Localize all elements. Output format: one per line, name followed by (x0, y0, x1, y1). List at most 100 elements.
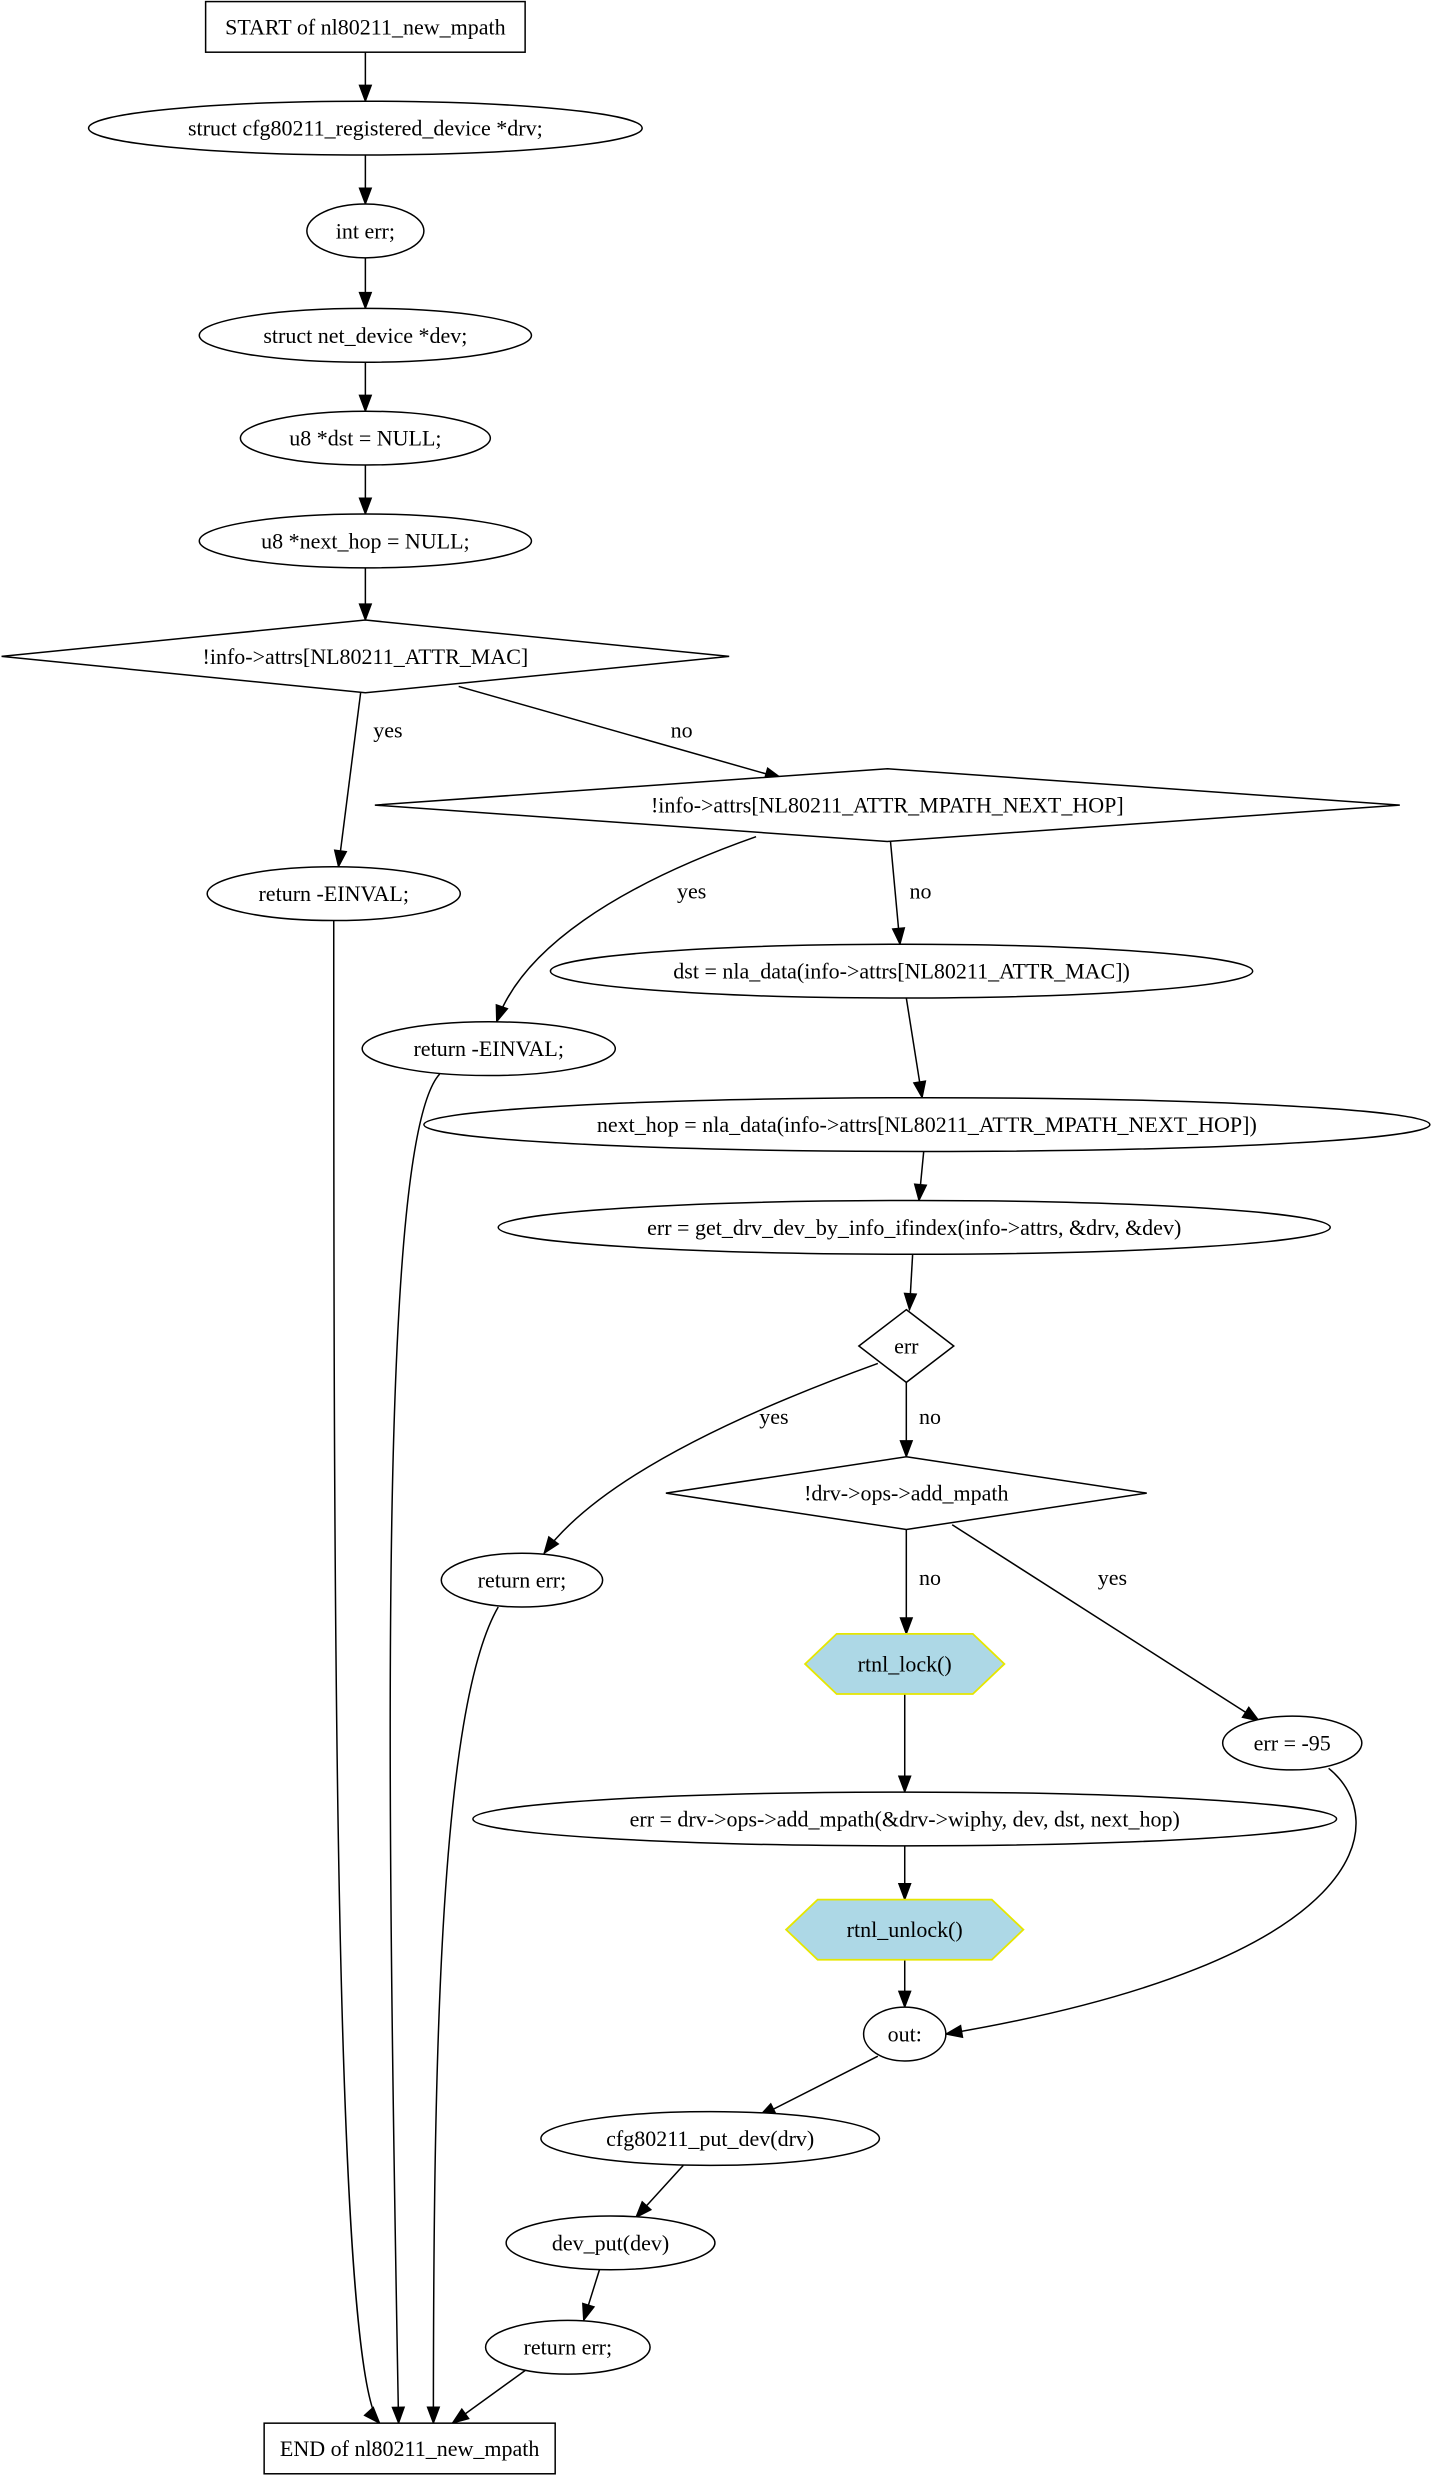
edge-if_nexthop-to-assign_dst: no (889, 841, 931, 946)
arrowhead-icon (358, 291, 373, 311)
node-err95: err = -95 (1221, 1715, 1363, 1771)
edge-ret_inval2-to-end (389, 1073, 441, 2425)
arrowhead-icon (899, 1440, 914, 1459)
edge-label-no: no (909, 879, 931, 904)
arrowhead-icon (543, 1535, 560, 1555)
edge-line (945, 1767, 1357, 2035)
node-label: return err; (478, 1568, 567, 1593)
node-shape-hexagon (803, 1632, 1006, 1695)
edge-put_dev-to-dev_put (634, 2164, 684, 2219)
node-label: struct net_device *dev; (263, 323, 467, 348)
edge-label-no: no (919, 1404, 941, 1429)
node-shape-ellipse (497, 1199, 1331, 1256)
arrowhead-icon (891, 927, 906, 946)
node-if-ops: !drv->ops->add_mpath (665, 1455, 1147, 1531)
arrowhead-icon (450, 2407, 470, 2425)
node-dev-put: dev_put(dev) (505, 2215, 716, 2271)
node-label: struct cfg80211_registered_device *drv; (188, 116, 543, 141)
edge-ret_err2-to-end (450, 2368, 528, 2425)
node-label: int err; (336, 218, 395, 243)
node-label: !info->attrs[NL80211_ATTR_MPATH_NEXT_HOP… (651, 793, 1124, 818)
node-label: u8 *next_hop = NULL; (261, 528, 470, 553)
node-shape-hexagon (784, 1898, 1025, 1961)
edge-line (951, 1524, 1260, 1722)
edge-line (543, 1362, 879, 1554)
edge-if_err-to-ret_err1: yes (543, 1362, 879, 1555)
node-shape-ellipse (549, 943, 1254, 999)
node-shape-ellipse (505, 2215, 716, 2271)
node-label: return -EINVAL; (258, 881, 409, 906)
arrowhead-icon (912, 1080, 927, 1100)
arrowhead-icon (358, 84, 373, 103)
node-label: return -EINVAL; (413, 1036, 564, 1061)
arrowhead-icon (944, 2024, 964, 2039)
edge-line (495, 836, 757, 1023)
edge-label-no: no (671, 717, 693, 742)
node-shape-ellipse (540, 2110, 881, 2167)
edge-assign_dst-to-assign_next (905, 997, 927, 1100)
arrowhead-icon (897, 1775, 912, 1794)
node-put-dev: cfg80211_put_dev(drv) (540, 2110, 881, 2167)
edge-err95-to-out (944, 1767, 1357, 2039)
edge-label-no: no (919, 1565, 941, 1590)
edge-line (758, 2055, 879, 2117)
node-label: END of nl80211_new_mpath (280, 2436, 539, 2461)
node-out: out: (862, 2006, 947, 2062)
edge-if_nexthop-to-ret_inval2: yes (495, 836, 757, 1024)
node-label: return err; (524, 2335, 613, 2360)
edge-line (458, 685, 782, 779)
arrowhead-icon (903, 1292, 918, 1312)
node-shape-diamond (857, 1308, 955, 1384)
node-shape-ellipse (306, 203, 425, 259)
edge-ret_err1-to-end (426, 1606, 499, 2425)
node-label: rtnl_unlock() (847, 1917, 963, 1942)
node-label: err (894, 1334, 919, 1359)
node-shape-ellipse (472, 1791, 1338, 1847)
arrowhead-icon (391, 2406, 406, 2425)
node-label: !info->attrs[NL80211_ATTR_MAC] (203, 644, 529, 669)
arrowhead-icon (634, 2200, 653, 2219)
arrowhead-icon (495, 1003, 509, 1024)
node-label: u8 *dst = NULL; (289, 426, 441, 451)
edge-decl_drv-to-decl_err (358, 155, 373, 206)
edge-assign_next-to-get_drv (913, 1151, 928, 1203)
edge-if_ops-to-rtnl_lock: no (899, 1529, 941, 1636)
node-decl-drv: struct cfg80211_registered_device *drv; (87, 100, 643, 156)
node-rtnl-lock: rtnl_lock() (803, 1632, 1006, 1695)
node-label: next_hop = nla_data(info->attrs[NL80211_… (597, 1112, 1257, 1137)
node-label: err = get_drv_dev_by_info_ifindex(info->… (647, 1215, 1181, 1240)
edge-line (337, 692, 362, 867)
arrowhead-icon (897, 1990, 912, 2009)
arrowhead-icon (897, 1883, 912, 1902)
node-start: START of nl80211_new_mpath (204, 0, 526, 53)
edge-rtnl_lock-to-add_mpath (897, 1694, 912, 1794)
edge-label-yes: yes (1098, 1565, 1127, 1590)
node-label: dst = nla_data(info->attrs[NL80211_ATTR_… (673, 959, 1130, 984)
edge-add_mpath-to-rtnl_unlock (897, 1845, 912, 1902)
node-label: err = drv->ops->add_mpath(&drv->wiphy, d… (630, 1806, 1180, 1831)
edge-start-to-decl_drv (358, 52, 373, 103)
edge-if_ops-to-err95: yes (951, 1524, 1261, 1722)
node-shape-ellipse (484, 2319, 651, 2375)
node-shape-ellipse (206, 866, 462, 922)
node-decl-dst: u8 *dst = NULL; (239, 410, 492, 466)
node-decl-err: int err; (306, 203, 425, 259)
node-get-drv: err = get_drv_dev_by_info_ifindex(info->… (497, 1199, 1331, 1256)
arrowhead-icon (913, 1183, 928, 1203)
node-shape-ellipse (440, 1552, 604, 1608)
edge-label-yes: yes (759, 1404, 788, 1429)
node-decl-next: u8 *next_hop = NULL; (198, 513, 533, 569)
node-ret-err1: return err; (440, 1552, 604, 1608)
node-shape-ellipse (198, 307, 533, 363)
edge-line (905, 997, 923, 1098)
arrowhead-icon (358, 497, 373, 516)
node-shape-diamond (1, 619, 730, 694)
node-rtnl-unlock: rtnl_unlock() (784, 1898, 1025, 1961)
node-if-err: err (857, 1308, 955, 1384)
node-shape-ellipse (239, 410, 492, 466)
edge-if_mac-to-if_nexthop: no (458, 685, 784, 781)
edge-line (389, 1073, 441, 2424)
edge-decl_next-to-if_mac (358, 567, 373, 622)
node-shape-ellipse (423, 1096, 1431, 1153)
